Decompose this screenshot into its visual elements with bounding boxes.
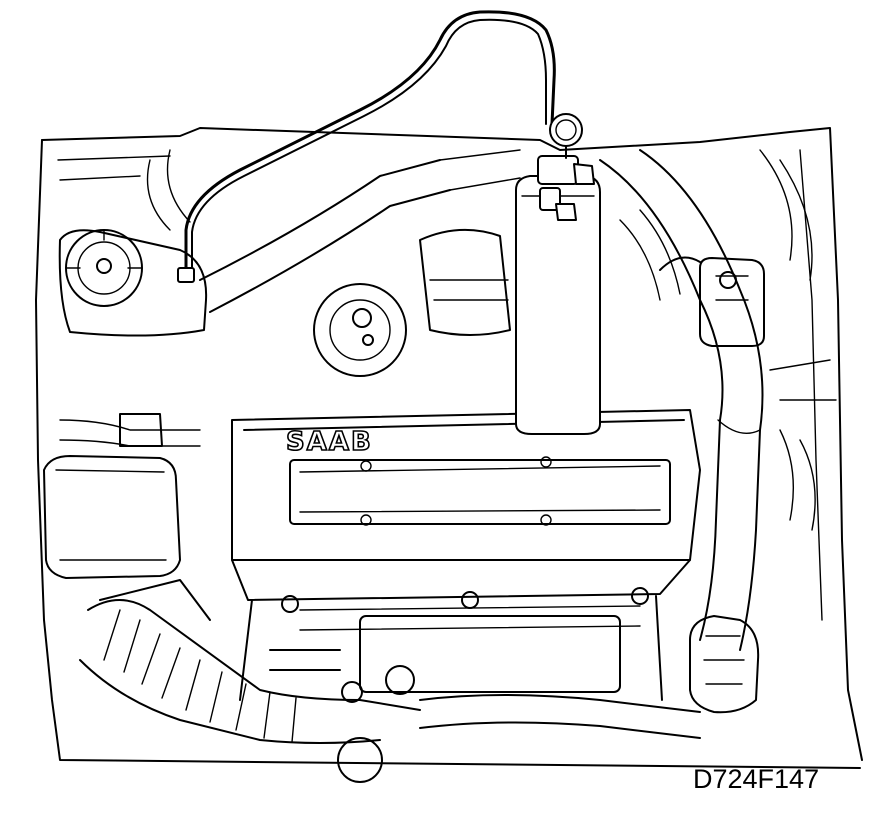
air-filter-housing — [43, 455, 181, 579]
refrigerant-cylinder — [515, 113, 601, 435]
engine-brand-logo: SAAB — [286, 427, 373, 457]
engine-block — [231, 559, 691, 701]
pressure-gauge-icon — [549, 113, 583, 147]
radiator-hose — [599, 149, 764, 714]
distributor — [313, 283, 407, 377]
hose-fittings — [269, 228, 511, 783]
figure-code: D724F147 — [693, 764, 820, 794]
service-hose — [177, 10, 556, 283]
lower-pipe — [419, 694, 701, 739]
right-side-wiring — [619, 149, 837, 531]
engine-bay-frame — [35, 127, 863, 769]
service-port-coupler — [177, 267, 195, 283]
coolant-reservoir — [58, 229, 208, 337]
cross-pipe — [199, 149, 521, 313]
cylinder-valve — [537, 155, 579, 185]
valve-cover: SAAB — [231, 409, 701, 561]
intake-hose — [79, 579, 421, 744]
left-side-wiring — [59, 149, 201, 447]
brake-fluid-reservoir — [659, 256, 765, 347]
